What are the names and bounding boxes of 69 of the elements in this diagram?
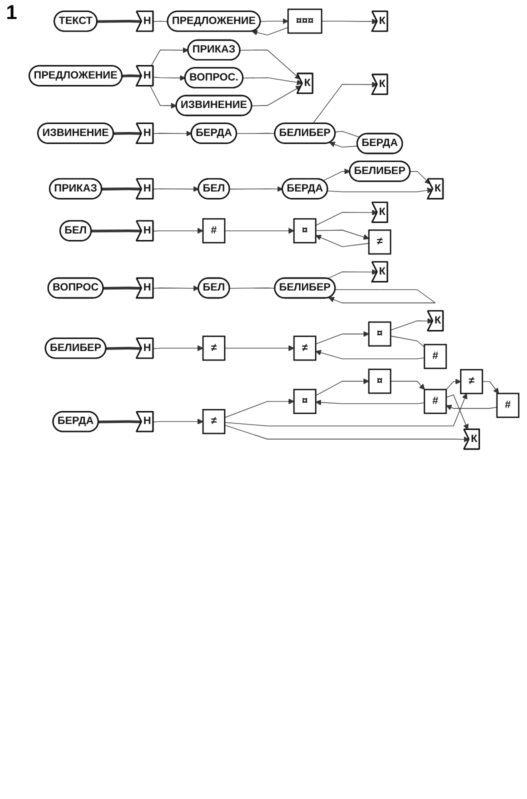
node-box: # <box>496 392 520 418</box>
arrow <box>252 27 288 36</box>
connector <box>103 286 142 290</box>
node-box: ≠ <box>460 369 484 394</box>
connector <box>122 74 142 78</box>
arrow <box>153 75 186 81</box>
arrow <box>315 378 370 396</box>
node-box: # <box>424 388 447 414</box>
arrow <box>153 285 199 292</box>
connector <box>229 288 276 289</box>
arrow <box>315 331 370 344</box>
connector <box>334 130 360 138</box>
node-box: ¤¤¤ <box>287 8 322 34</box>
node-box: ¤ <box>293 388 316 414</box>
arrow <box>446 394 469 430</box>
figure-number: 1 <box>6 2 18 25</box>
arrow <box>153 130 192 136</box>
arrow <box>312 82 378 124</box>
node-box: ≠ <box>368 229 392 255</box>
arrow <box>446 404 498 410</box>
arrow <box>327 187 433 194</box>
arrow <box>482 381 500 394</box>
arrow <box>224 398 294 418</box>
arrow <box>328 289 436 304</box>
arrow <box>315 210 378 226</box>
connector <box>390 336 425 348</box>
arrow <box>229 186 283 192</box>
arrow <box>224 228 294 234</box>
arrow <box>315 230 370 240</box>
arrow <box>153 186 199 192</box>
connector <box>153 20 168 22</box>
node-box: # <box>424 344 447 370</box>
arrow <box>260 18 288 24</box>
arrow <box>327 269 378 279</box>
arrow <box>390 318 434 330</box>
arrow <box>315 350 425 360</box>
arrow <box>315 234 370 247</box>
arrow <box>240 50 301 80</box>
arrow <box>322 168 350 182</box>
node-box: ¤ <box>293 218 316 244</box>
connector <box>91 229 142 232</box>
node-box: ¤ <box>368 321 392 347</box>
connector <box>98 420 142 424</box>
arrow <box>224 393 468 426</box>
connector <box>236 132 276 134</box>
arrow <box>252 86 302 106</box>
arrow <box>410 170 431 184</box>
connector <box>102 187 142 190</box>
connector <box>106 346 142 350</box>
arrow <box>153 345 204 352</box>
arrow <box>329 142 358 148</box>
arrow <box>242 77 302 86</box>
node-box: ≠ <box>202 336 226 361</box>
node-box: # <box>202 218 226 244</box>
arrow <box>390 380 425 390</box>
arrow <box>321 18 378 24</box>
arrow <box>153 418 204 424</box>
node-box: ≠ <box>293 336 316 361</box>
node-box: ¤ <box>368 368 392 394</box>
arrow <box>150 47 188 66</box>
arrow <box>315 400 425 406</box>
arrow <box>446 378 461 390</box>
arrow <box>224 424 470 442</box>
node-box: ≠ <box>202 409 226 434</box>
connector <box>114 132 142 135</box>
arrow <box>224 345 294 352</box>
arrow <box>153 228 204 234</box>
connector <box>97 20 142 23</box>
arrow <box>150 86 177 109</box>
